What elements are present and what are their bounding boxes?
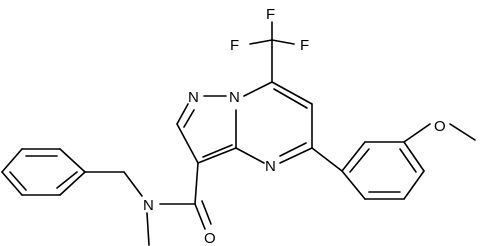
bond-c-f3 xyxy=(271,39,295,45)
bond-n1-c2 xyxy=(176,103,189,125)
atom-label-f3: F xyxy=(300,37,309,54)
bond-c5-n4 xyxy=(279,147,313,164)
atom-label-n-amide: N xyxy=(143,197,154,214)
bond-ar-6 xyxy=(341,170,366,200)
bond-n4-c3a xyxy=(235,147,265,164)
bond-c-f1 xyxy=(249,39,273,45)
bond-c3-c3a xyxy=(197,147,237,164)
atom-label-o-carbonyl: O xyxy=(204,230,216,246)
bond-bz-1 xyxy=(59,148,86,173)
bond-bz-4-double xyxy=(9,171,27,191)
bond-c7-c6 xyxy=(271,81,313,105)
atom-label-o-methoxy: O xyxy=(434,118,446,135)
bond-ar-4 xyxy=(403,170,425,200)
bond-carbonyl-o xyxy=(194,203,206,230)
bond-ar-1-double xyxy=(349,148,370,173)
bond-bz-6 xyxy=(59,171,86,196)
bond-c5-n4-double xyxy=(279,142,307,157)
bond-c2-c3 xyxy=(176,123,199,164)
bond-c3-carbonyl xyxy=(194,162,199,205)
bond-n-methyl xyxy=(146,212,150,246)
bond-c5-aryl xyxy=(311,147,343,172)
bond-c3-c3a-double xyxy=(202,144,233,158)
atom-labels: F F F N N N N O O xyxy=(143,6,446,246)
bond-bz-3 xyxy=(1,148,23,173)
atom-label-n-pyrimidine: N xyxy=(265,158,276,175)
bond-c7-c6-double xyxy=(273,88,308,109)
bond-bz-6-double xyxy=(56,171,78,189)
bond-carbonyl-o-double xyxy=(201,200,212,225)
bond-n-bridge-c7 xyxy=(243,81,273,97)
atom-label-f2: F xyxy=(266,6,275,23)
atom-label-n-bridge: N xyxy=(229,89,240,106)
bonds xyxy=(1,21,476,246)
bond-ar-3 xyxy=(403,141,425,172)
bond-ar-1 xyxy=(341,141,366,172)
bond-n1-c2-double xyxy=(183,109,195,128)
bond-ar-ome xyxy=(403,123,431,143)
atom-label-f1: F xyxy=(230,37,239,54)
bond-bz-4 xyxy=(1,171,23,196)
atom-label-n-pyrazole-top: N xyxy=(188,89,199,106)
bond-ar-3-double xyxy=(399,148,417,173)
bond-o-methyl xyxy=(449,123,476,141)
bond-n-benzyl-ch2 xyxy=(123,171,143,197)
